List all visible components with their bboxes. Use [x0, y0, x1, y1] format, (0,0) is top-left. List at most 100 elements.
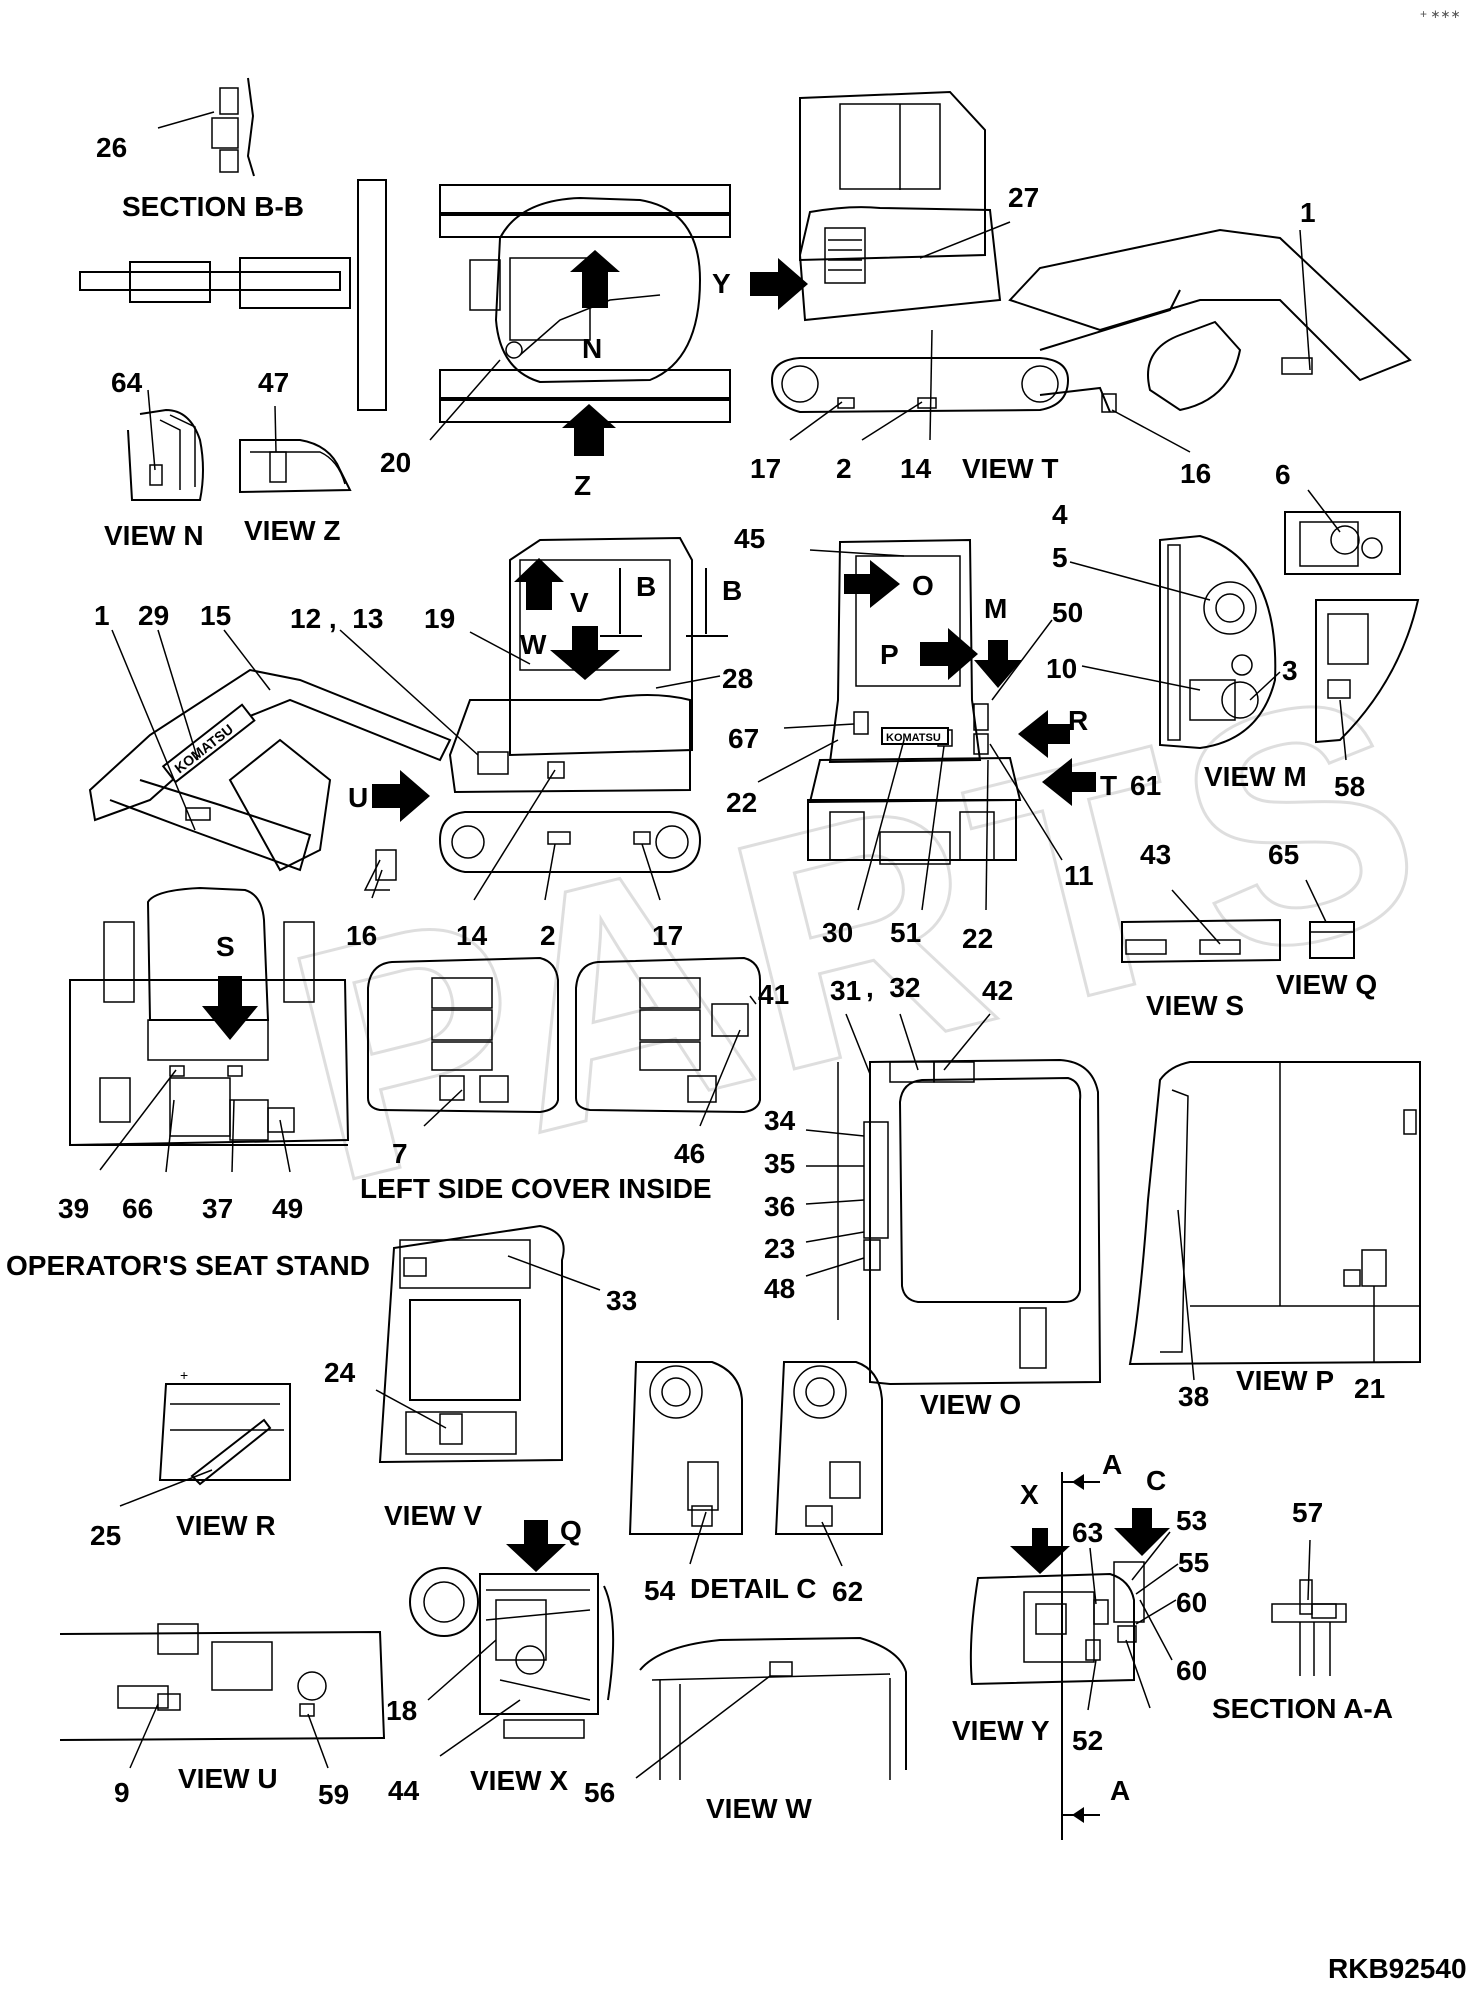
view-y-caption: VIEW Y [952, 1715, 1050, 1746]
arrow-letter-a-bottom: A [1110, 1775, 1130, 1806]
arrow-t [1042, 758, 1096, 806]
seat-stand-caption: OPERATOR'S SEAT STAND [6, 1250, 370, 1281]
arrow-c [1114, 1508, 1170, 1556]
left-cover-caption: LEFT SIDE COVER INSIDE [360, 1173, 712, 1204]
arrow-letter-u: U [348, 782, 368, 813]
view-t-caption: VIEW T [962, 453, 1058, 484]
callout-9: 59 [318, 1779, 349, 1810]
callout-54: 63 [1072, 1517, 1103, 1548]
section-aa-caption: SECTION A-A [1212, 1693, 1393, 1724]
view-q-figure [1309, 921, 1355, 959]
arrow-u [372, 770, 430, 822]
view-o-caption: VIEW O [920, 1389, 1021, 1420]
svg-text:+: + [180, 1367, 188, 1383]
callout-55: 57 [1292, 1497, 1323, 1528]
callout-22-b: 22 [962, 923, 993, 954]
callout-40: 66 [122, 1193, 153, 1224]
drawing-reference: RKB92540 [1328, 1953, 1467, 1984]
section-aa-figure [1271, 1579, 1347, 1676]
arrow-w [550, 626, 620, 680]
view-v-caption: VIEW V [384, 1500, 482, 1531]
callout-36: 23 [764, 1233, 795, 1264]
callout-17-top: 17 [750, 453, 781, 484]
arrow-n [570, 250, 620, 308]
view-z-figure [239, 439, 352, 494]
arrow-letter-p: P [880, 639, 899, 670]
komatsu-decal-boom-text: KOMATSU [171, 721, 236, 777]
section-bb-caption: SECTION B-B [122, 191, 304, 222]
view-n-figure [127, 408, 204, 501]
view-u-figure [59, 1623, 386, 1741]
callout-42: 42 [982, 975, 1013, 1006]
callout-22-a: 22 [726, 787, 757, 818]
callout-10: 10 [1046, 653, 1077, 684]
view-w-caption: VIEW W [706, 1793, 812, 1824]
callout-58: 58 [1334, 771, 1365, 802]
rear-view-figure [807, 538, 1022, 865]
callout-27: 27 [1008, 182, 1039, 213]
arrow-letter-y: Y [712, 268, 731, 299]
view-o-figure [837, 1058, 1102, 1386]
callout-25: 62 [832, 1576, 863, 1607]
callout-37: 33 [606, 1285, 637, 1316]
callout-12-13: 12 , 13 [290, 603, 383, 634]
view-x-figure [409, 1567, 615, 1739]
view-m-caption: VIEW M [1204, 761, 1307, 792]
callout-32: , 32 [866, 972, 920, 1003]
callout-6: 6 [1275, 459, 1291, 490]
callout-60-number: 60 [1176, 1655, 1207, 1686]
view-u-caption: VIEW U [178, 1763, 278, 1794]
callout-4: 4 [1052, 499, 1068, 530]
view-m-figure [1159, 534, 1277, 750]
callout-18: 9 [114, 1777, 130, 1808]
callout-41: 41 [758, 979, 789, 1010]
callout-56: 52 [1072, 1725, 1103, 1756]
view-p-caption: VIEW P [1236, 1365, 1334, 1396]
view-p-figure [1128, 1061, 1421, 1366]
arrow-letter-b1: B [636, 571, 656, 602]
arrow-letter-z: Z [574, 470, 591, 501]
callout-2-top: 2 [836, 453, 852, 484]
callout-34: 35 [764, 1148, 795, 1179]
arrow-letter-x: X [1020, 1479, 1039, 1510]
callout-44: 56 [584, 1777, 615, 1808]
callout-33: 21 [1354, 1373, 1385, 1404]
callout-51: 51 [890, 917, 921, 948]
callout-24: 54 [644, 1575, 676, 1606]
arrow-letter-n: N [582, 333, 602, 364]
callout-15: 15 [200, 600, 231, 631]
arrow-letter-r: R [1068, 705, 1088, 736]
view-q-caption: VIEW Q [1276, 969, 1377, 1000]
callout-57: 18 [386, 1695, 417, 1726]
view-t-figure [770, 90, 1412, 414]
arrow-letter-q: Q [560, 1515, 582, 1546]
callout-19: 19 [424, 603, 455, 634]
arrow-m [974, 640, 1022, 688]
arrow-p [920, 628, 978, 680]
callout-46: 34 [764, 1105, 796, 1136]
section-bb-figure [157, 77, 255, 177]
detail-6-figure [1284, 511, 1401, 575]
arrow-letter-w: W [520, 629, 547, 660]
callout-30: 30 [822, 917, 853, 948]
callout-61: 61 [1130, 770, 1161, 801]
arrow-z [562, 404, 616, 456]
callout-49: 38 [1178, 1381, 1209, 1412]
callout-63: 55 [1178, 1547, 1209, 1578]
arrow-letter-a-top: A [1102, 1449, 1122, 1480]
callout-14-mid: 14 [456, 920, 488, 951]
callout-65: 65 [1268, 839, 1299, 870]
arrow-q [506, 1520, 566, 1572]
callout-62: 53 [1176, 1505, 1207, 1536]
callout-67: 67 [728, 723, 759, 754]
komatsu-decal-rear: KOMATSU [881, 727, 949, 745]
callout-14-top: 14 [900, 453, 932, 484]
view-r-figure: + [158, 1367, 291, 1486]
arrow-v [514, 558, 564, 610]
arrow-letter-v: V [570, 587, 589, 618]
detail-c-figure-b [774, 1361, 883, 1535]
callout-7: 46 [674, 1138, 705, 1169]
detail-58-figure [1315, 599, 1420, 744]
view-w-figure [639, 1636, 907, 1780]
